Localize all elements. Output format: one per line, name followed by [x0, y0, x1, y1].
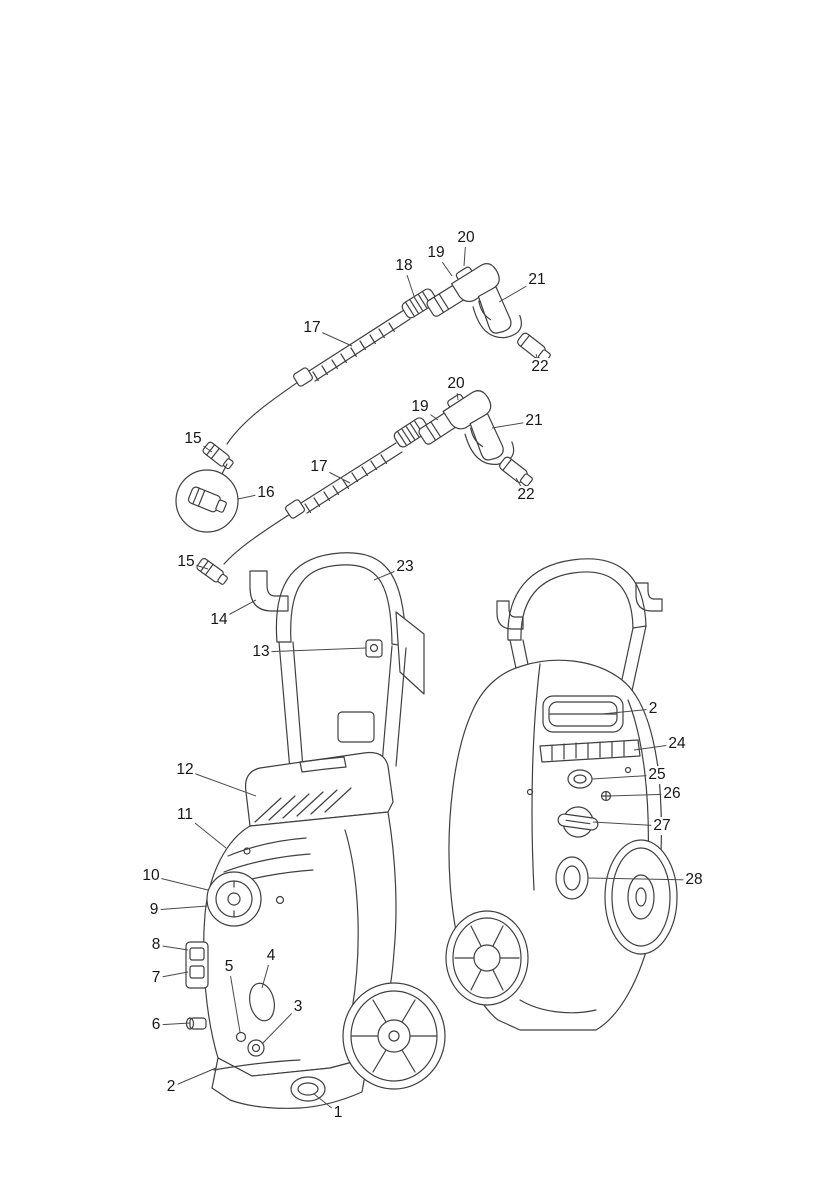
- nozzle: [499, 456, 533, 487]
- leader-line: [228, 966, 241, 1033]
- callout-label: 13: [250, 643, 272, 661]
- small-port: [235, 1031, 247, 1043]
- dosing-valve: [557, 806, 599, 838]
- callout-label: 26: [661, 785, 683, 803]
- callout-label: 11: [174, 806, 196, 824]
- callout-label: 17: [301, 319, 323, 337]
- callout-label: 12: [174, 761, 196, 779]
- callout-label: 2: [164, 1078, 178, 1096]
- machine-front-view: [185, 552, 446, 1109]
- rear-left-wheel: [445, 910, 529, 1006]
- callout-label: 22: [529, 358, 551, 376]
- front-oval: [249, 982, 275, 1022]
- callout-label: 22: [515, 486, 537, 504]
- callout-label: 9: [147, 901, 161, 919]
- callout-label: 19: [409, 398, 431, 416]
- callout-label: 27: [651, 817, 673, 835]
- leader-line: [592, 821, 663, 827]
- hose: [226, 381, 299, 445]
- spray-lance: [308, 309, 411, 382]
- quick-connector-lower: [196, 557, 228, 585]
- callout-label: 23: [394, 558, 416, 576]
- spray-gun-2: [223, 390, 533, 565]
- front-machine-wheel: [342, 982, 446, 1090]
- callout-label: 8: [149, 936, 163, 954]
- lance-grip: [401, 288, 437, 319]
- callout-label: 10: [140, 867, 162, 885]
- nozzle-detail-circle: [175, 463, 239, 533]
- control-panel: [185, 941, 209, 989]
- callout-label: 21: [523, 412, 545, 430]
- power-dial: [206, 871, 262, 927]
- machine-rear-view: [445, 558, 678, 1031]
- high-pressure-outlet: [247, 1039, 265, 1057]
- callout-label: 3: [291, 998, 305, 1016]
- callout-label: 5: [222, 958, 236, 976]
- spray-gun-1: [226, 263, 551, 445]
- callout-label: 18: [393, 257, 415, 275]
- lance-grip: [393, 417, 429, 448]
- lance-coupling: [293, 367, 313, 387]
- base: [211, 1057, 369, 1109]
- trigger-gun: [426, 263, 522, 339]
- handle-hook-right: [635, 582, 663, 612]
- hose-connection: [555, 856, 589, 900]
- callout-label: 4: [264, 947, 278, 965]
- hose-hook-bracket: [395, 611, 425, 695]
- callout-label: 7: [149, 969, 163, 987]
- leader-line: [153, 905, 208, 911]
- rear-right-wheel: [604, 839, 678, 955]
- callout-label: 15: [175, 553, 197, 571]
- callout-label: 15: [182, 430, 204, 448]
- callout-label: 17: [308, 458, 330, 476]
- leader-line: [184, 769, 257, 797]
- top-cover: [244, 751, 394, 827]
- callout-label: 21: [526, 271, 548, 289]
- callout-label: 24: [666, 735, 688, 753]
- leader-line: [601, 708, 654, 715]
- lance-coupling: [285, 499, 305, 519]
- hose: [223, 513, 291, 565]
- accessory-rail: [539, 739, 641, 763]
- leader-line: [591, 774, 658, 780]
- callout-label: 19: [425, 244, 447, 262]
- leader-line: [170, 1067, 217, 1088]
- callout-label: 28: [683, 871, 705, 889]
- spray-lance: [300, 442, 403, 514]
- leader-line: [587, 877, 695, 881]
- callout-label: 14: [208, 611, 230, 629]
- callout-label: 20: [445, 375, 467, 393]
- callout-label: 2: [646, 700, 660, 718]
- callout-label: 16: [255, 484, 277, 502]
- callout-label: 1: [331, 1104, 345, 1122]
- trigger-gun: [418, 390, 515, 465]
- callout-label: 25: [646, 766, 668, 784]
- leader-line: [260, 647, 367, 653]
- callout-label: 20: [455, 229, 477, 247]
- callout-label: 6: [149, 1016, 163, 1034]
